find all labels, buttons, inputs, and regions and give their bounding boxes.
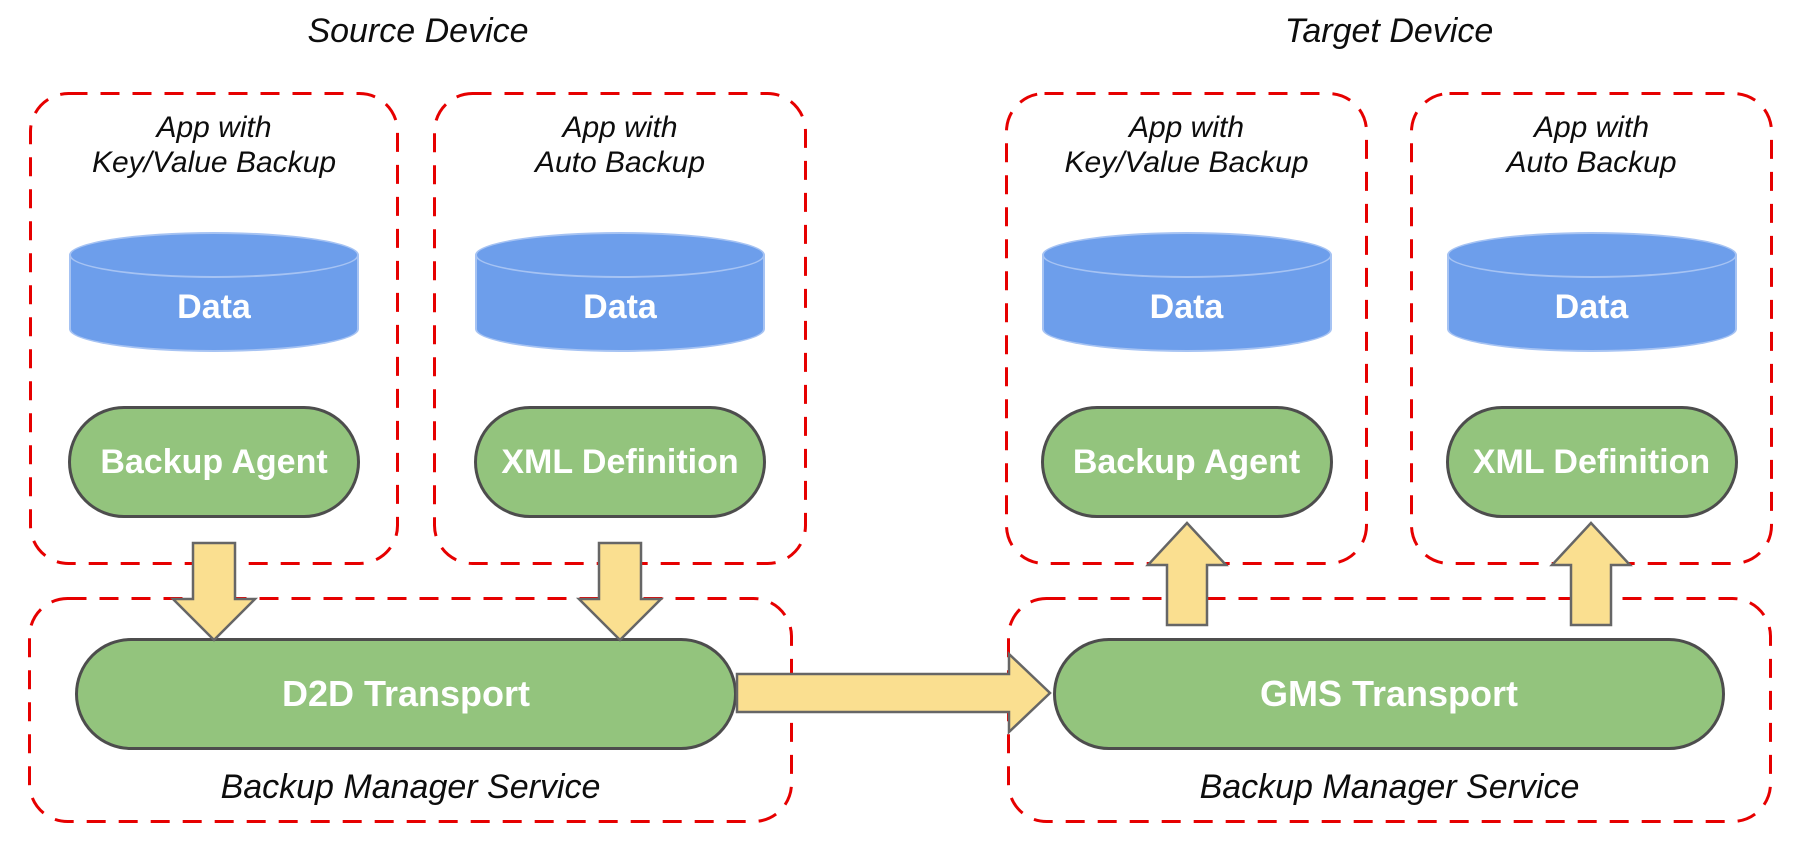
app-box-target-keyvalue: App with Key/Value Backup Data Backup Ag… bbox=[1005, 92, 1368, 565]
app-title: App with Key/Value Backup bbox=[29, 110, 399, 180]
app-title-line1: App with bbox=[562, 111, 678, 144]
component-pill: XML Definition bbox=[1445, 406, 1738, 518]
component-label: Backup Agent bbox=[1072, 442, 1301, 481]
app-title-line1: App with bbox=[156, 111, 272, 144]
data-label: Data bbox=[1149, 288, 1224, 326]
flow-up-arrow-icon bbox=[1145, 521, 1229, 627]
data-cylinder: Data bbox=[1041, 232, 1332, 352]
data-cylinder: Data bbox=[1446, 232, 1737, 352]
data-label: Data bbox=[177, 288, 251, 326]
app-title-line2: Key/Value Backup bbox=[91, 146, 337, 179]
app-title-line2: Key/Value Backup bbox=[1064, 146, 1309, 179]
target-device-title: Target Device bbox=[1284, 12, 1494, 50]
source-device-title: Source Device bbox=[307, 12, 529, 50]
data-cylinder-top bbox=[1041, 232, 1332, 278]
component-pill: XML Definition bbox=[474, 406, 766, 518]
component-pill: Backup Agent bbox=[1040, 406, 1333, 518]
flow-down-arrow-icon bbox=[169, 541, 259, 642]
app-box-source-keyvalue: App with Key/Value Backup Data Backup Ag… bbox=[29, 92, 399, 565]
component-label: XML Definition bbox=[1472, 442, 1711, 481]
app-title: App with Key/Value Backup bbox=[1005, 110, 1368, 180]
service-label: Backup Manager Service bbox=[1199, 768, 1580, 806]
service-box-source: D2D Transport Backup Manager Service bbox=[28, 597, 793, 823]
transport-pill-d2d: D2D Transport bbox=[75, 638, 737, 750]
component-label: XML Definition bbox=[501, 442, 739, 481]
transport-label: D2D Transport bbox=[281, 673, 531, 714]
app-title-line2: Auto Backup bbox=[534, 146, 706, 179]
app-title-line1: App with bbox=[1533, 111, 1650, 144]
data-label: Data bbox=[1554, 288, 1629, 326]
data-cylinder-top bbox=[1446, 232, 1737, 278]
service-box-target: GMS Transport Backup Manager Service bbox=[1007, 597, 1772, 823]
data-cylinder-top bbox=[69, 232, 359, 278]
flow-down-arrow-icon bbox=[575, 541, 665, 642]
transport-label: GMS Transport bbox=[1259, 673, 1519, 714]
flow-up-arrow-icon bbox=[1549, 521, 1633, 627]
data-cylinder: Data bbox=[69, 232, 359, 352]
component-label: Backup Agent bbox=[100, 442, 328, 481]
transport-pill-gms: GMS Transport bbox=[1053, 638, 1725, 750]
app-title: App with Auto Backup bbox=[433, 110, 807, 180]
data-cylinder-top bbox=[475, 232, 765, 278]
data-cylinder: Data bbox=[475, 232, 765, 352]
app-title-line2: Auto Backup bbox=[1506, 146, 1677, 179]
component-pill: Backup Agent bbox=[68, 406, 360, 518]
app-title-line1: App with bbox=[1128, 111, 1245, 144]
service-label: Backup Manager Service bbox=[220, 768, 601, 806]
data-label: Data bbox=[583, 288, 657, 326]
app-box-target-auto: App with Auto Backup Data XML Definition bbox=[1410, 92, 1773, 565]
flow-right-arrow-icon bbox=[735, 651, 1052, 735]
app-title: App with Auto Backup bbox=[1410, 110, 1773, 180]
app-box-source-auto: App with Auto Backup Data XML Definition bbox=[433, 92, 807, 565]
